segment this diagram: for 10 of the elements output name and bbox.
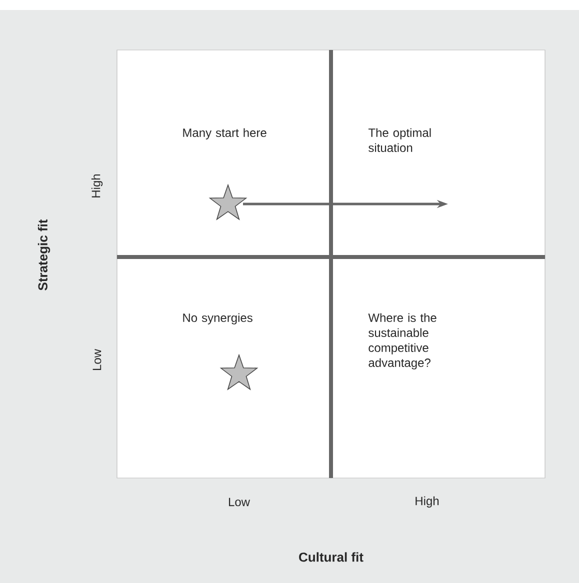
axis-tick-label: High (91, 174, 103, 198)
quadrant-box: Many start here (116, 50, 332, 258)
axis-title: Cultural fit (299, 552, 364, 562)
quadrant-box: Where is the sustainable competitive advantage? (330, 256, 546, 478)
axis-tick-label: Low (228, 498, 250, 506)
quadrant-box: The optimal situation (330, 50, 546, 258)
axis-tick-label: High (416, 496, 439, 508)
axis-tick-label: Low (92, 348, 102, 370)
quadrant-box: No synergies (116, 256, 332, 478)
axis-title: Strategic fit (38, 219, 50, 290)
